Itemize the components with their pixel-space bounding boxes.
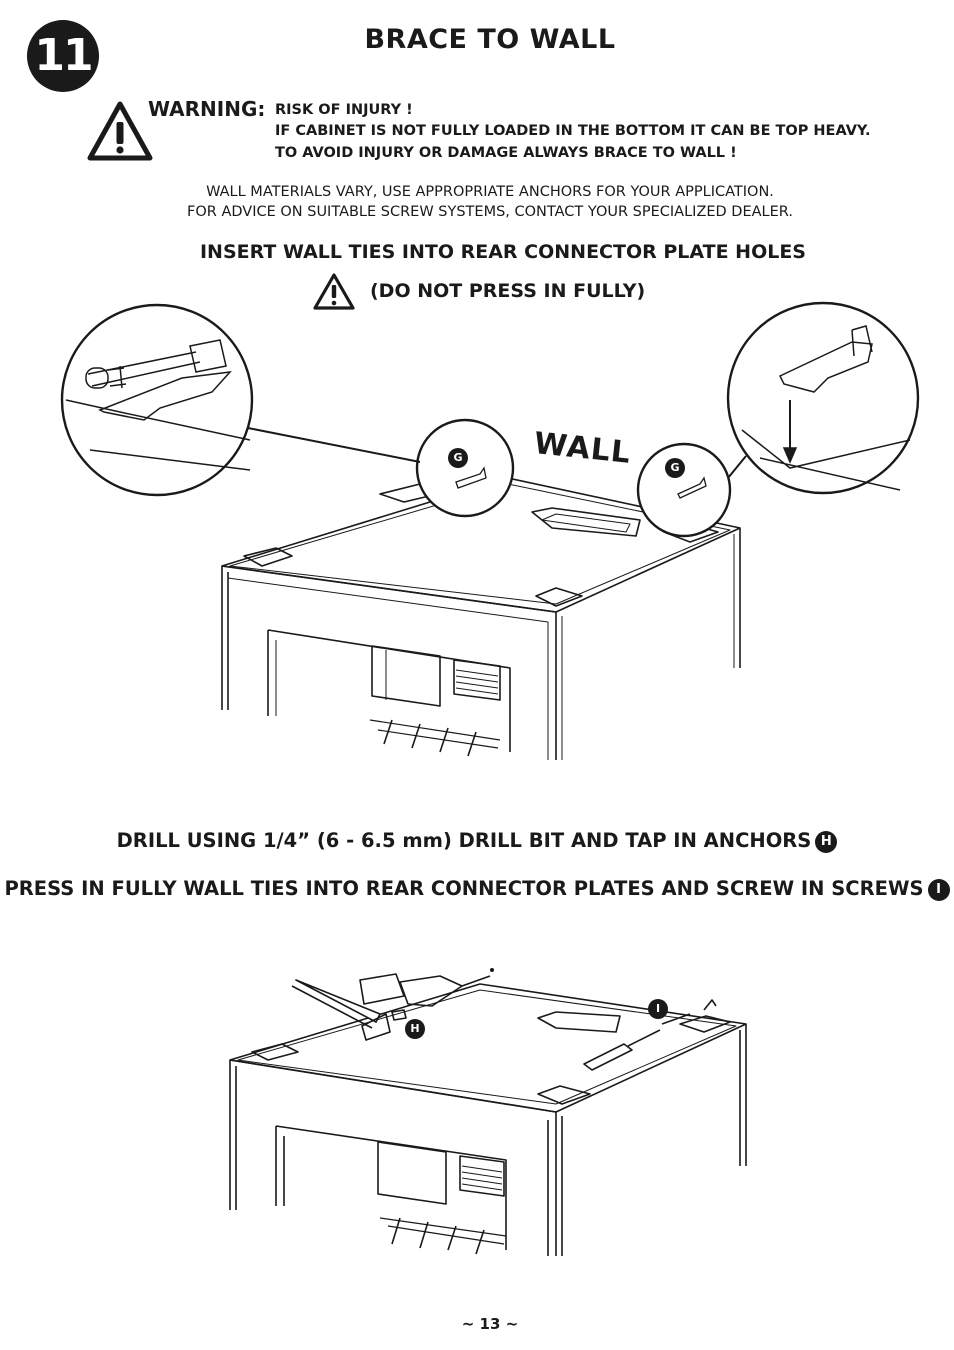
page-number: ~ 13 ~ <box>461 1315 519 1333</box>
figure-wall-ties-insert <box>60 301 920 760</box>
part-label-g-left: G <box>448 448 468 468</box>
part-bullet-h: H <box>815 831 838 853</box>
drill-instruction: DRILL USING 1/4” (6 - 6.5 mm) DRILL BIT … <box>0 829 954 853</box>
part-label-i: I <box>648 999 668 1019</box>
part-label-g-right: G <box>665 458 685 478</box>
warning-line: TO AVOID INJURY OR DAMAGE ALWAYS BRACE T… <box>275 145 737 161</box>
instruction-heading: INSERT WALL TIES INTO REAR CONNECTOR PLA… <box>199 241 806 263</box>
press-instruction: PRESS IN FULLY WALL TIES INTO REAR CONNE… <box>0 877 954 901</box>
warning-line: RISK OF INJURY ! <box>275 102 413 118</box>
press-instruction-text: PRESS IN FULLY WALL TIES INTO REAR CONNE… <box>4 877 924 900</box>
figure-drill-and-screw <box>229 968 747 1256</box>
drill-instruction-text: DRILL USING 1/4” (6 - 6.5 mm) DRILL BIT … <box>116 829 812 852</box>
instruction-caution: (DO NOT PRESS IN FULLY) <box>370 280 646 302</box>
page-title: BRACE TO WALL <box>364 24 616 55</box>
part-bullet-i: I <box>927 879 950 901</box>
part-label-h: H <box>405 1019 425 1039</box>
step-number-badge: 11 <box>27 20 99 92</box>
warning-label: WARNING: <box>148 97 266 121</box>
note-line: FOR ADVICE ON SUITABLE SCREW SYSTEMS, CO… <box>187 204 793 220</box>
warning-triangle-icon <box>87 101 153 161</box>
warning-line: IF CABINET IS NOT FULLY LOADED IN THE BO… <box>275 123 871 139</box>
note-line: WALL MATERIALS VARY, USE APPROPRIATE ANC… <box>206 184 774 200</box>
caution-triangle-icon <box>313 273 355 310</box>
